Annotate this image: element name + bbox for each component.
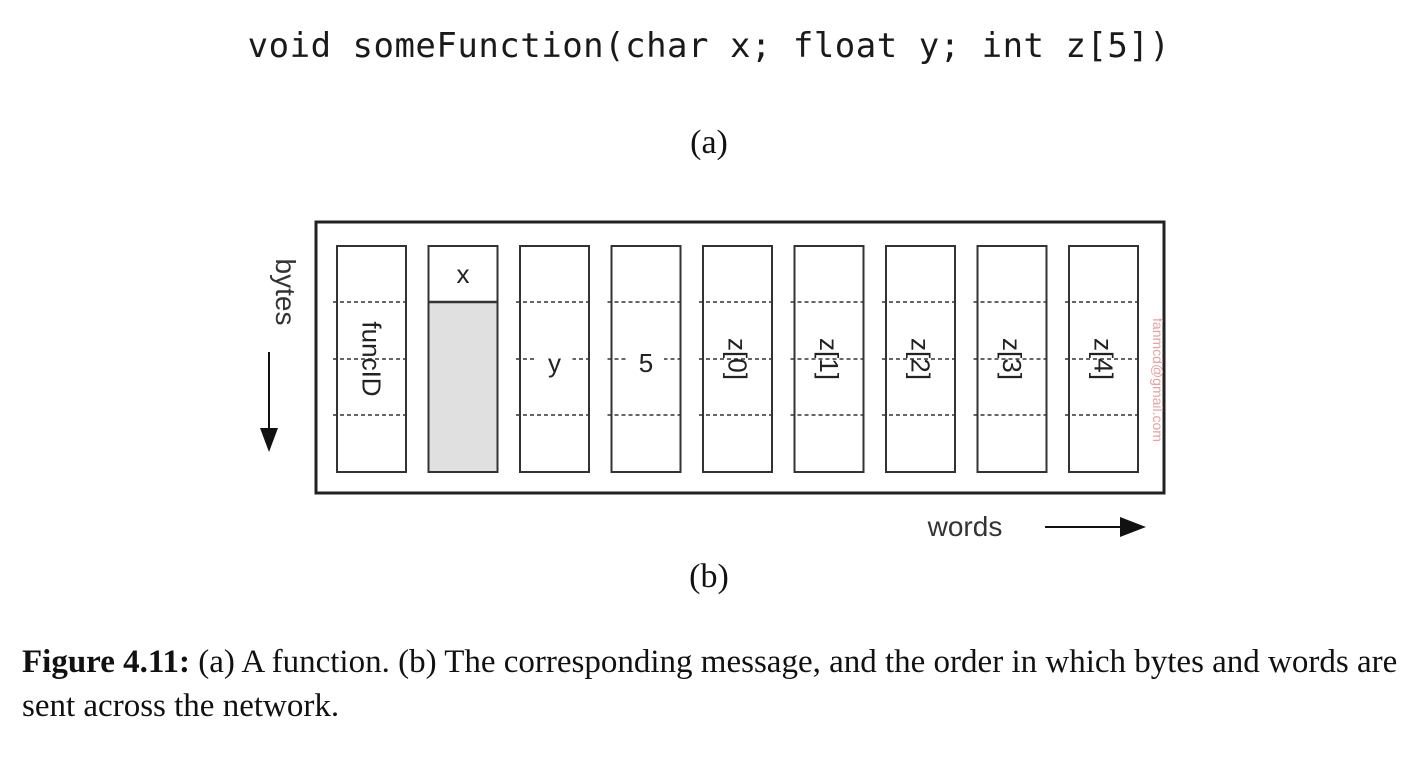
words-arrow-head [1120,517,1146,537]
bytes-arrow-head [260,428,278,452]
bytes-axis-label: bytes [270,259,301,326]
slot-z0: z[0] [699,245,776,473]
label-b: (b) [689,558,729,595]
slot-z1: z[1] [790,245,868,473]
slot-z3: z[3] [973,245,1051,473]
slot-x: x [427,245,499,473]
slot-label: 5 [639,348,653,378]
slot-label: z[1] [814,338,844,380]
slot-funcID: funcID [333,245,410,473]
function-signature: void someFunction(char x; float y; int z… [247,26,1171,66]
caption-text: (a) A function. (b) The corresponding me… [22,644,1398,724]
message-frame [314,220,1166,495]
slot-z4: z[4] [1065,245,1142,473]
slot-5: 5 [607,245,685,473]
slot-z2: z[2] [882,245,959,473]
figure-caption: Figure 4.11: (a) A function. (b) The cor… [22,640,1402,728]
slot-label-bg [536,345,573,375]
slot-label: z[0] [723,338,753,380]
slot-padding-shade [428,302,498,472]
caption-label: Figure 4.11: [22,644,191,680]
slot-box [427,245,499,473]
slot-label: z[2] [906,338,936,380]
words-axis-label: words [927,511,1003,542]
slot-label: funcID [357,321,387,396]
slot-label-bg [628,345,664,375]
slot-y: y [516,245,593,473]
word-slots: funcID x y 5 z[0] z[1] z[2] z[3] z[4] [333,245,1142,473]
slot-label: z[4] [1089,338,1119,380]
watermark: fanmcd@gmail.com [1150,318,1166,442]
slot-label: y [548,348,561,378]
slot-label: x [457,259,470,289]
slot-label: z[3] [997,338,1027,380]
label-a: (a) [690,124,728,161]
